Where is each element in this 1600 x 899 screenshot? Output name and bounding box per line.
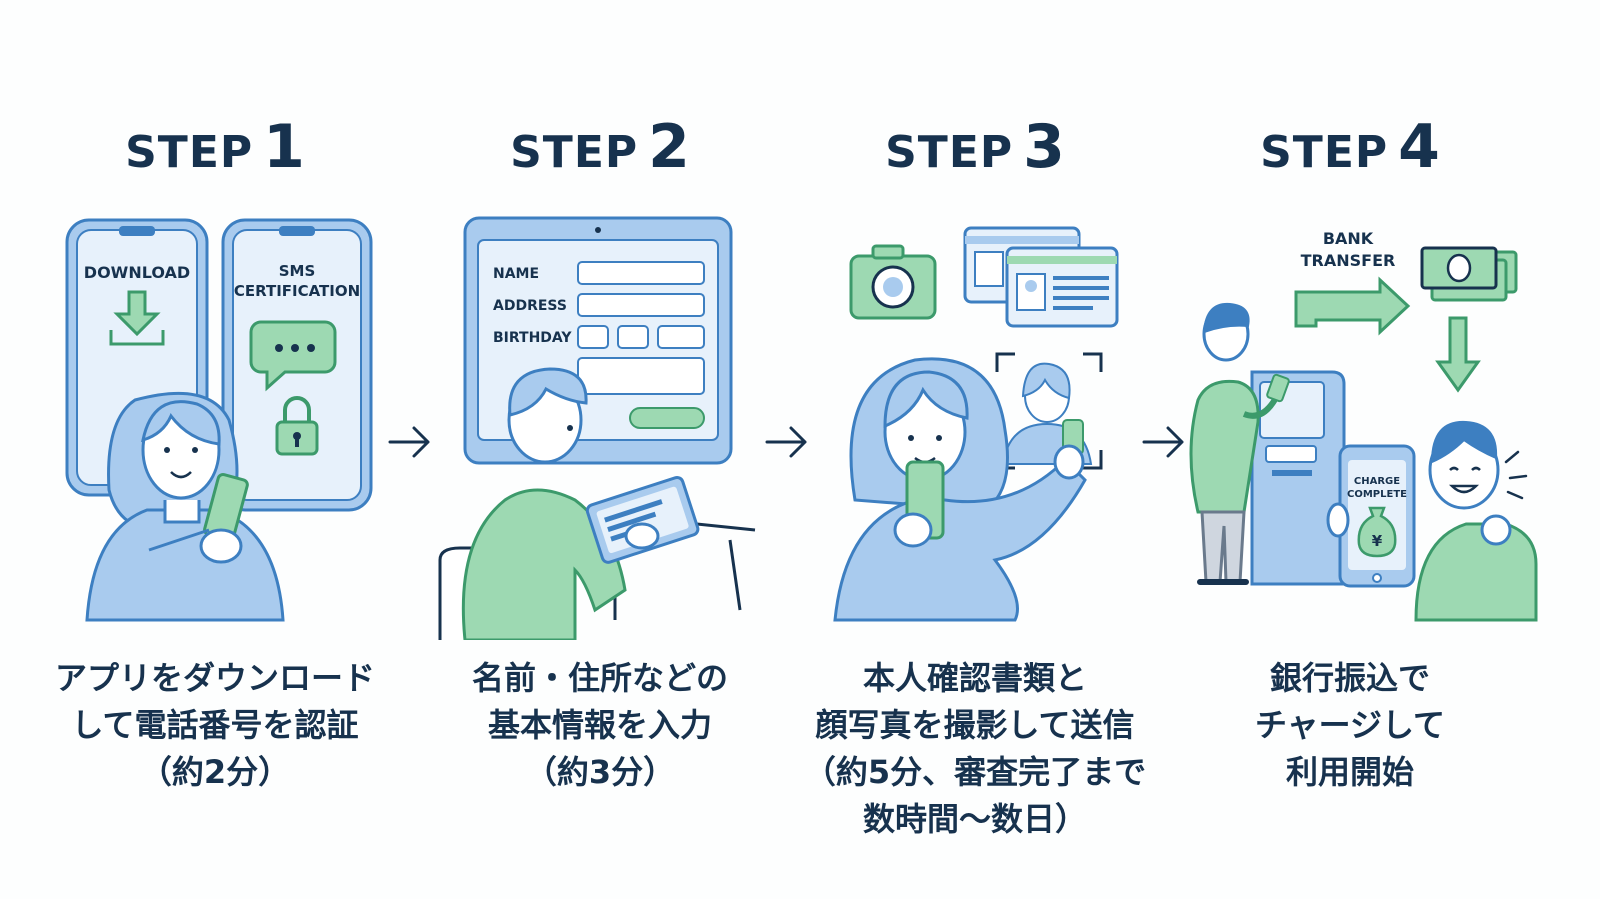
yen-symbol: ¥	[1372, 532, 1383, 550]
bank-label: BANK	[1323, 229, 1374, 248]
name-label: NAME	[493, 266, 539, 282]
step-1-illustration: DOWNLOAD SMS CERTIFICATION	[65, 218, 373, 622]
phone-charge-complete: CHARGE COMPLETE ¥	[1338, 444, 1416, 588]
arrow-right-icon	[765, 426, 807, 458]
camera-icon	[849, 244, 937, 320]
birthday-label: BIRTHDAY	[493, 330, 572, 346]
step-4-illustration: BANK TRANSFER CHARG	[1189, 229, 1538, 622]
transfer-label: TRANSFER	[1301, 251, 1396, 270]
chat-bubble-icon	[249, 320, 337, 392]
complete-label: COMPLETE	[1347, 489, 1407, 500]
step-2-description: 名前・住所などの 基本情報を入力 （約3分）	[471, 659, 728, 791]
woman-taking-selfie	[833, 357, 1087, 622]
certification-label: CERTIFICATION	[234, 282, 360, 300]
man-at-atm	[1189, 302, 1290, 585]
step-3-illustration	[833, 226, 1119, 622]
step-2-illustration: NAME ADDRESS BIRTHDAY	[438, 216, 756, 640]
man-with-tablet	[461, 367, 700, 640]
arrow-right-icon	[388, 426, 430, 458]
id-card-icon	[963, 226, 1119, 328]
woman-with-phone	[85, 391, 285, 622]
step-3-description: 本人確認書類と 顔写真を撮影して送信 （約5分、審査完了まで 数時間〜数日）	[803, 659, 1147, 838]
lock-icon	[275, 396, 319, 456]
step-4-description: 銀行振込で チャージして 利用開始	[1254, 659, 1446, 791]
step-1-description: アプリをダウンロード して電話番号を認証 （約2分）	[54, 659, 375, 791]
face-scan-frame	[995, 352, 1103, 470]
phone-sms: SMS CERTIFICATION	[221, 218, 373, 512]
arrow-down-icon	[1435, 316, 1481, 393]
arrow-right-icon	[1142, 426, 1184, 458]
charge-label: CHARGE	[1354, 476, 1400, 487]
happy-man	[1326, 420, 1538, 622]
download-label: DOWNLOAD	[84, 263, 190, 282]
sms-label: SMS	[279, 262, 316, 280]
money-bag-icon	[1357, 506, 1397, 558]
atm-machine	[1250, 370, 1346, 586]
bank-transfer-arrow-icon	[1294, 276, 1411, 336]
address-label: ADDRESS	[493, 298, 567, 314]
monitor-form: NAME ADDRESS BIRTHDAY	[463, 216, 733, 465]
download-icon	[109, 290, 165, 346]
cash-icon	[1420, 246, 1518, 302]
